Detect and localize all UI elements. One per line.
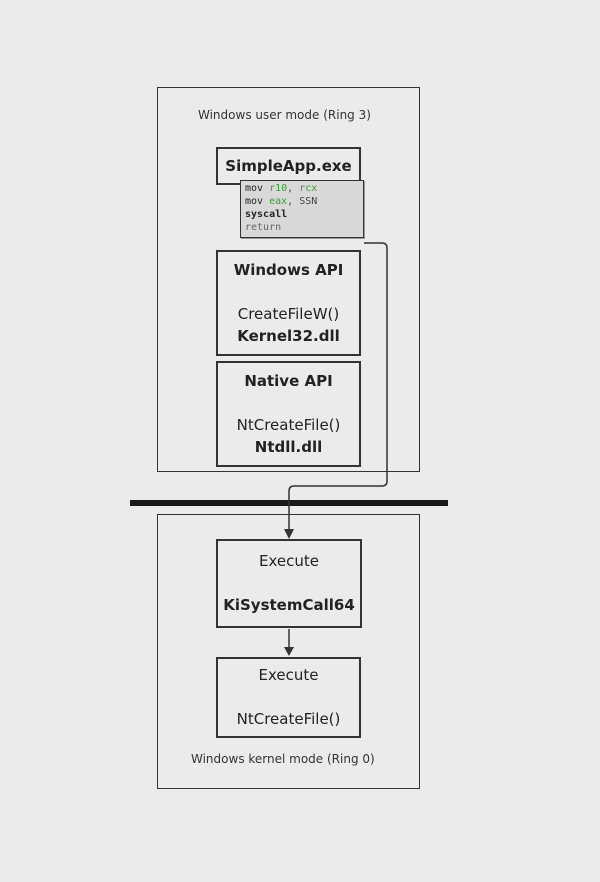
kernel-mode-label: Windows kernel mode (Ring 0) (191, 752, 375, 766)
code-operand: SSN (299, 196, 318, 207)
simpleapp-box: SimpleApp.exe (216, 147, 361, 185)
user-mode-region (157, 87, 420, 472)
syscall-code-snippet: mov r10, rcx mov eax, SSN syscall return (240, 180, 364, 238)
native-api-dll: Ntdll.dll (254, 438, 323, 456)
kernel-function-name: NtCreateFile() (236, 710, 341, 728)
windows-api-dll: Kernel32.dll (237, 327, 340, 345)
kernel-function-action: Execute (258, 666, 319, 684)
code-separator: , (287, 196, 294, 207)
windows-api-function: CreateFileW() (237, 305, 340, 323)
code-line-3: syscall (245, 209, 288, 220)
execute-arrowhead (284, 647, 294, 656)
simpleapp-title: SimpleApp.exe (225, 157, 352, 175)
native-api-box: Native API NtCreateFile() Ntdll.dll (216, 361, 361, 467)
syscall-handler-name: KiSystemCall64 (223, 596, 355, 614)
code-line-2: mov eax, SSN (245, 195, 359, 208)
code-line-4: return (245, 222, 282, 233)
kernel-function-box: Execute NtCreateFile() (216, 657, 361, 738)
native-api-function: NtCreateFile() (236, 416, 341, 434)
code-register: rcx (299, 183, 318, 194)
code-separator: , (287, 183, 294, 194)
syscall-transition-connector (288, 242, 388, 530)
windows-api-box: Windows API CreateFileW() Kernel32.dll (216, 250, 361, 356)
code-op: mov (245, 196, 264, 207)
code-register: eax (269, 196, 288, 207)
syscall-transition-arrowhead (284, 529, 294, 539)
windows-api-title: Windows API (233, 261, 344, 279)
code-line-1: mov r10, rcx (245, 182, 359, 195)
syscall-handler-box: Execute KiSystemCall64 (216, 539, 362, 628)
syscall-handler-action: Execute (259, 552, 319, 570)
code-register: r10 (269, 183, 288, 194)
native-api-title: Native API (244, 372, 333, 390)
user-mode-label: Windows user mode (Ring 3) (198, 108, 371, 122)
code-op: mov (245, 183, 264, 194)
